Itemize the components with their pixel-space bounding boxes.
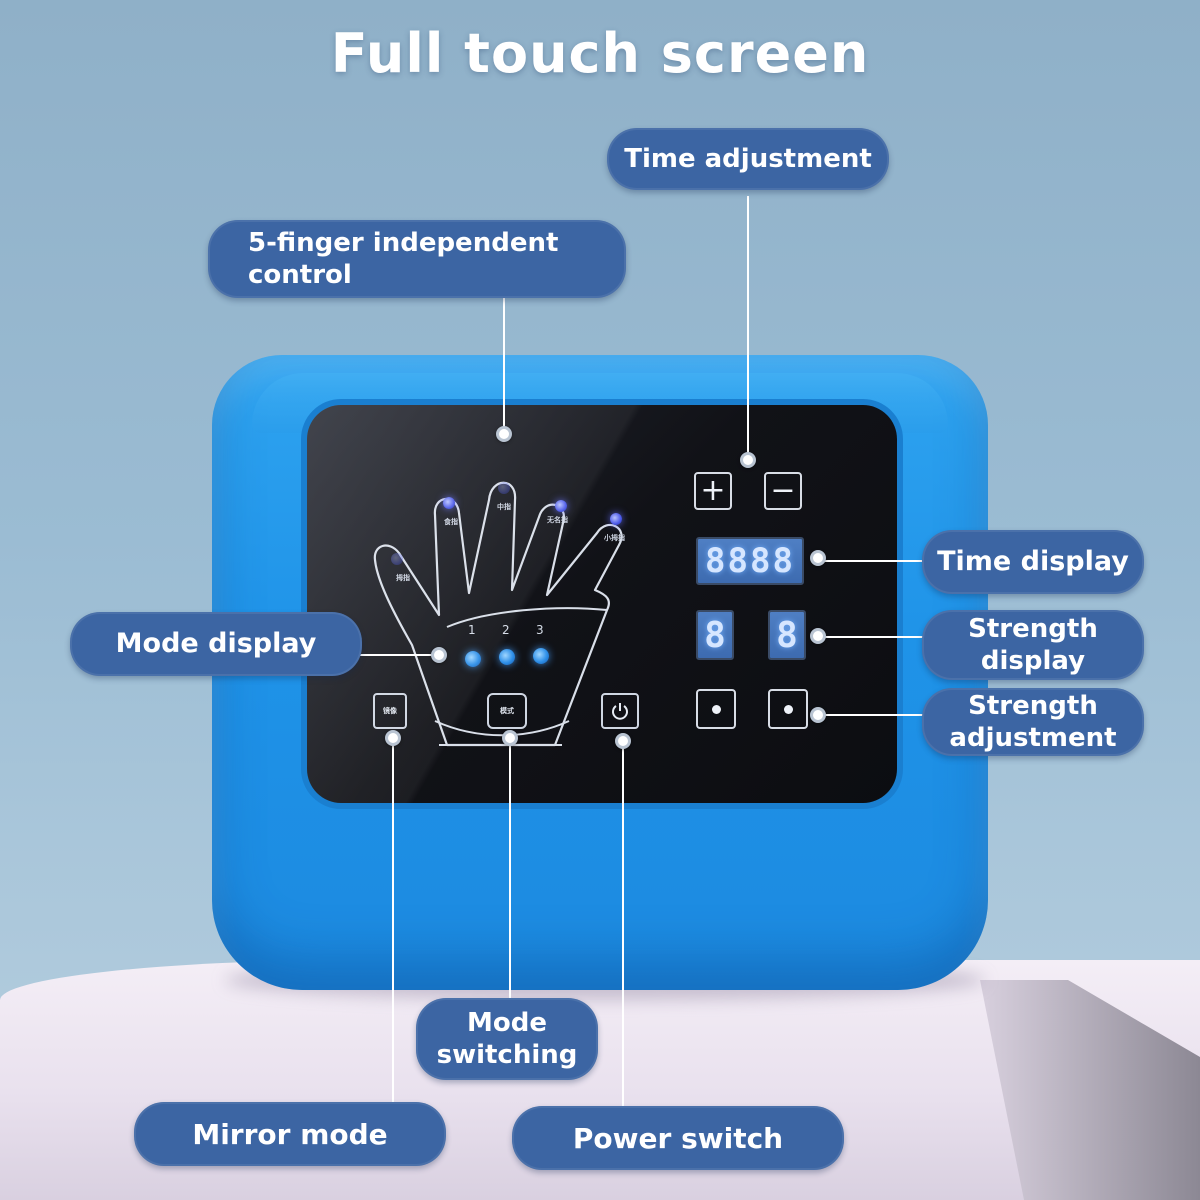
ring-finger-label: 无名指 xyxy=(547,516,568,524)
pin-mode-display xyxy=(431,647,447,663)
little-finger-label: 小拇指 xyxy=(604,534,625,542)
mode-number-1: 1 xyxy=(468,623,476,637)
strength-right-button[interactable] xyxy=(768,689,808,729)
strength-readout-right: 8 xyxy=(770,612,804,658)
mirror-mode-label: 镜像 xyxy=(383,707,397,715)
mirror-mode-button[interactable]: 镜像 xyxy=(373,693,407,729)
strength-readout-left: 8 xyxy=(698,612,732,658)
callout-mirror-mode: Mirror mode xyxy=(134,1102,446,1166)
leader-line-mode-display xyxy=(360,654,440,656)
callout-time-adjustment: Time adjustment xyxy=(607,128,889,190)
index-finger-label: 食指 xyxy=(444,518,458,526)
pin-strength-display xyxy=(810,628,826,644)
strength-left-button[interactable] xyxy=(696,689,736,729)
little-finger-led[interactable] xyxy=(610,513,622,525)
power-icon xyxy=(612,703,628,720)
callout-strength-display: Strength display xyxy=(922,610,1144,680)
mode-led-3 xyxy=(533,648,549,664)
mode-switch-button[interactable]: 模式 xyxy=(487,693,527,729)
middle-finger-label: 中指 xyxy=(497,503,511,511)
callout-power-switch: Power switch xyxy=(512,1106,844,1170)
thumb-led[interactable] xyxy=(391,553,403,565)
leader-line-strength-adjust xyxy=(818,714,924,716)
pin-mirror-mode xyxy=(385,730,401,746)
pin-time-adjust xyxy=(740,452,756,468)
pin-mode-switching xyxy=(502,730,518,746)
leader-line-time-display xyxy=(818,560,924,562)
callout-mode-switching: Mode switching xyxy=(416,998,598,1080)
dot-icon xyxy=(783,704,793,714)
pin-strength-adjust xyxy=(810,707,826,723)
pin-time-display xyxy=(810,550,826,566)
page-title: Full touch screen xyxy=(330,22,870,85)
leader-line-time-adjust xyxy=(747,196,749,462)
pin-power-switch xyxy=(615,733,631,749)
mode-number-2: 2 xyxy=(502,623,510,637)
dot-icon xyxy=(711,704,721,714)
leader-line-five-finger xyxy=(503,296,505,434)
callout-time-display: Time display xyxy=(922,530,1144,594)
strength-display-left: 8 xyxy=(696,610,734,660)
middle-finger-led[interactable] xyxy=(498,482,510,494)
mode-led-1 xyxy=(465,651,481,667)
time-display: 8888 xyxy=(696,537,804,585)
thumb-label: 拇指 xyxy=(396,574,410,582)
mode-led-2 xyxy=(499,649,515,665)
callout-mode-display: Mode display xyxy=(70,612,362,676)
power-button[interactable] xyxy=(601,693,639,729)
time-plus-button[interactable]: + xyxy=(694,472,732,510)
strength-display-right: 8 xyxy=(768,610,806,660)
leader-line-mirror-mode xyxy=(392,738,394,1108)
pin-five-finger xyxy=(496,426,512,442)
ring-finger-led[interactable] xyxy=(555,500,567,512)
mode-switch-label: 模式 xyxy=(500,707,514,715)
leader-line-mode-switching xyxy=(509,738,511,1000)
time-minus-button[interactable]: − xyxy=(764,472,802,510)
leader-line-strength-display xyxy=(818,636,924,638)
time-readout: 8888 xyxy=(698,539,802,583)
callout-five-finger-control: 5-finger independent control xyxy=(208,220,626,298)
callout-strength-adjustment: Strength adjustment xyxy=(922,688,1144,756)
index-finger-led[interactable] xyxy=(443,497,455,509)
leader-line-power-switch xyxy=(622,740,624,1106)
mode-number-3: 3 xyxy=(536,623,544,637)
